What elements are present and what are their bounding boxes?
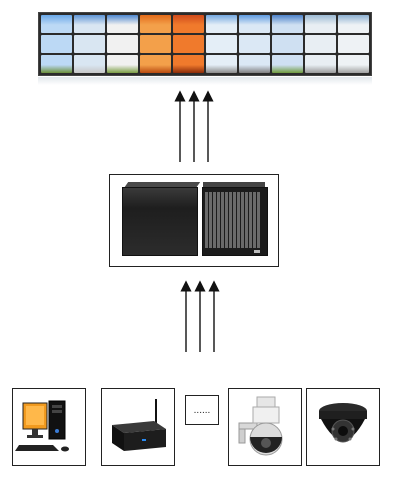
matrix-card-slot [245,192,248,248]
video-wall-screen [338,55,369,73]
video-wall-screen [74,55,105,73]
video-wall-screen [305,55,336,73]
video-wall-screen [140,55,171,73]
video-wall-screen [107,35,138,53]
video-wall-screen [173,55,204,73]
video-wall-reflection [38,77,372,85]
device-ptz-camera-box [228,388,302,466]
matrix-card-slot [241,192,244,248]
video-wall-screen [338,15,369,33]
device-network-box [101,388,175,466]
video-wall-screen [272,15,303,33]
video-wall-screen [239,15,270,33]
matrix-card-slot [253,192,256,248]
matrix-card-slot [221,192,224,248]
video-wall-screen [41,15,72,33]
matrix-card-slot [237,192,240,248]
video-wall-screen [107,15,138,33]
matrix-card-slot [205,192,208,248]
device-pc-box [12,388,86,466]
matrix-card-slot [217,192,220,248]
pc-workstation-icon [15,400,69,452]
video-wall-screen [140,35,171,53]
matrix-card-slot [233,192,236,248]
matrix-card-slot [225,192,228,248]
matrix-card-slot [213,192,216,248]
video-wall-screen [41,35,72,53]
matrix-chassis-right-top [203,182,265,188]
video-wall-screen [272,35,303,53]
video-wall-screen [173,15,204,33]
matrix-card-slot [249,192,252,248]
network-box-icon [112,399,166,451]
video-wall-screen [239,55,270,73]
video-wall-screen [140,15,171,33]
device-dome-camera-box [306,388,380,466]
more-devices-ellipsis: ...... [185,395,219,425]
video-wall [38,12,372,76]
arrows-to-matrix [180,280,220,352]
video-wall-screen [74,15,105,33]
video-wall-screen [206,55,237,73]
video-wall-screen [206,35,237,53]
matrix-status-light [254,250,260,253]
matrix-card-slot [209,192,212,248]
video-wall-screen [305,15,336,33]
video-wall-screen [272,55,303,73]
arrows-to-wall [174,90,214,162]
video-wall-screen [41,55,72,73]
video-wall-screen [338,35,369,53]
matrix-chassis-left [122,187,198,256]
matrix-card-slot [257,192,260,248]
matrix-card-slot [229,192,232,248]
ptz-camera-icon [238,396,283,456]
ellipsis-label: ...... [193,404,211,416]
video-wall-screen [107,55,138,73]
video-wall-screen [206,15,237,33]
video-wall-screen [74,35,105,53]
video-wall-screen [305,35,336,53]
video-wall-screen [239,35,270,53]
dome-camera-icon [319,403,367,443]
video-wall-screen [173,35,204,53]
